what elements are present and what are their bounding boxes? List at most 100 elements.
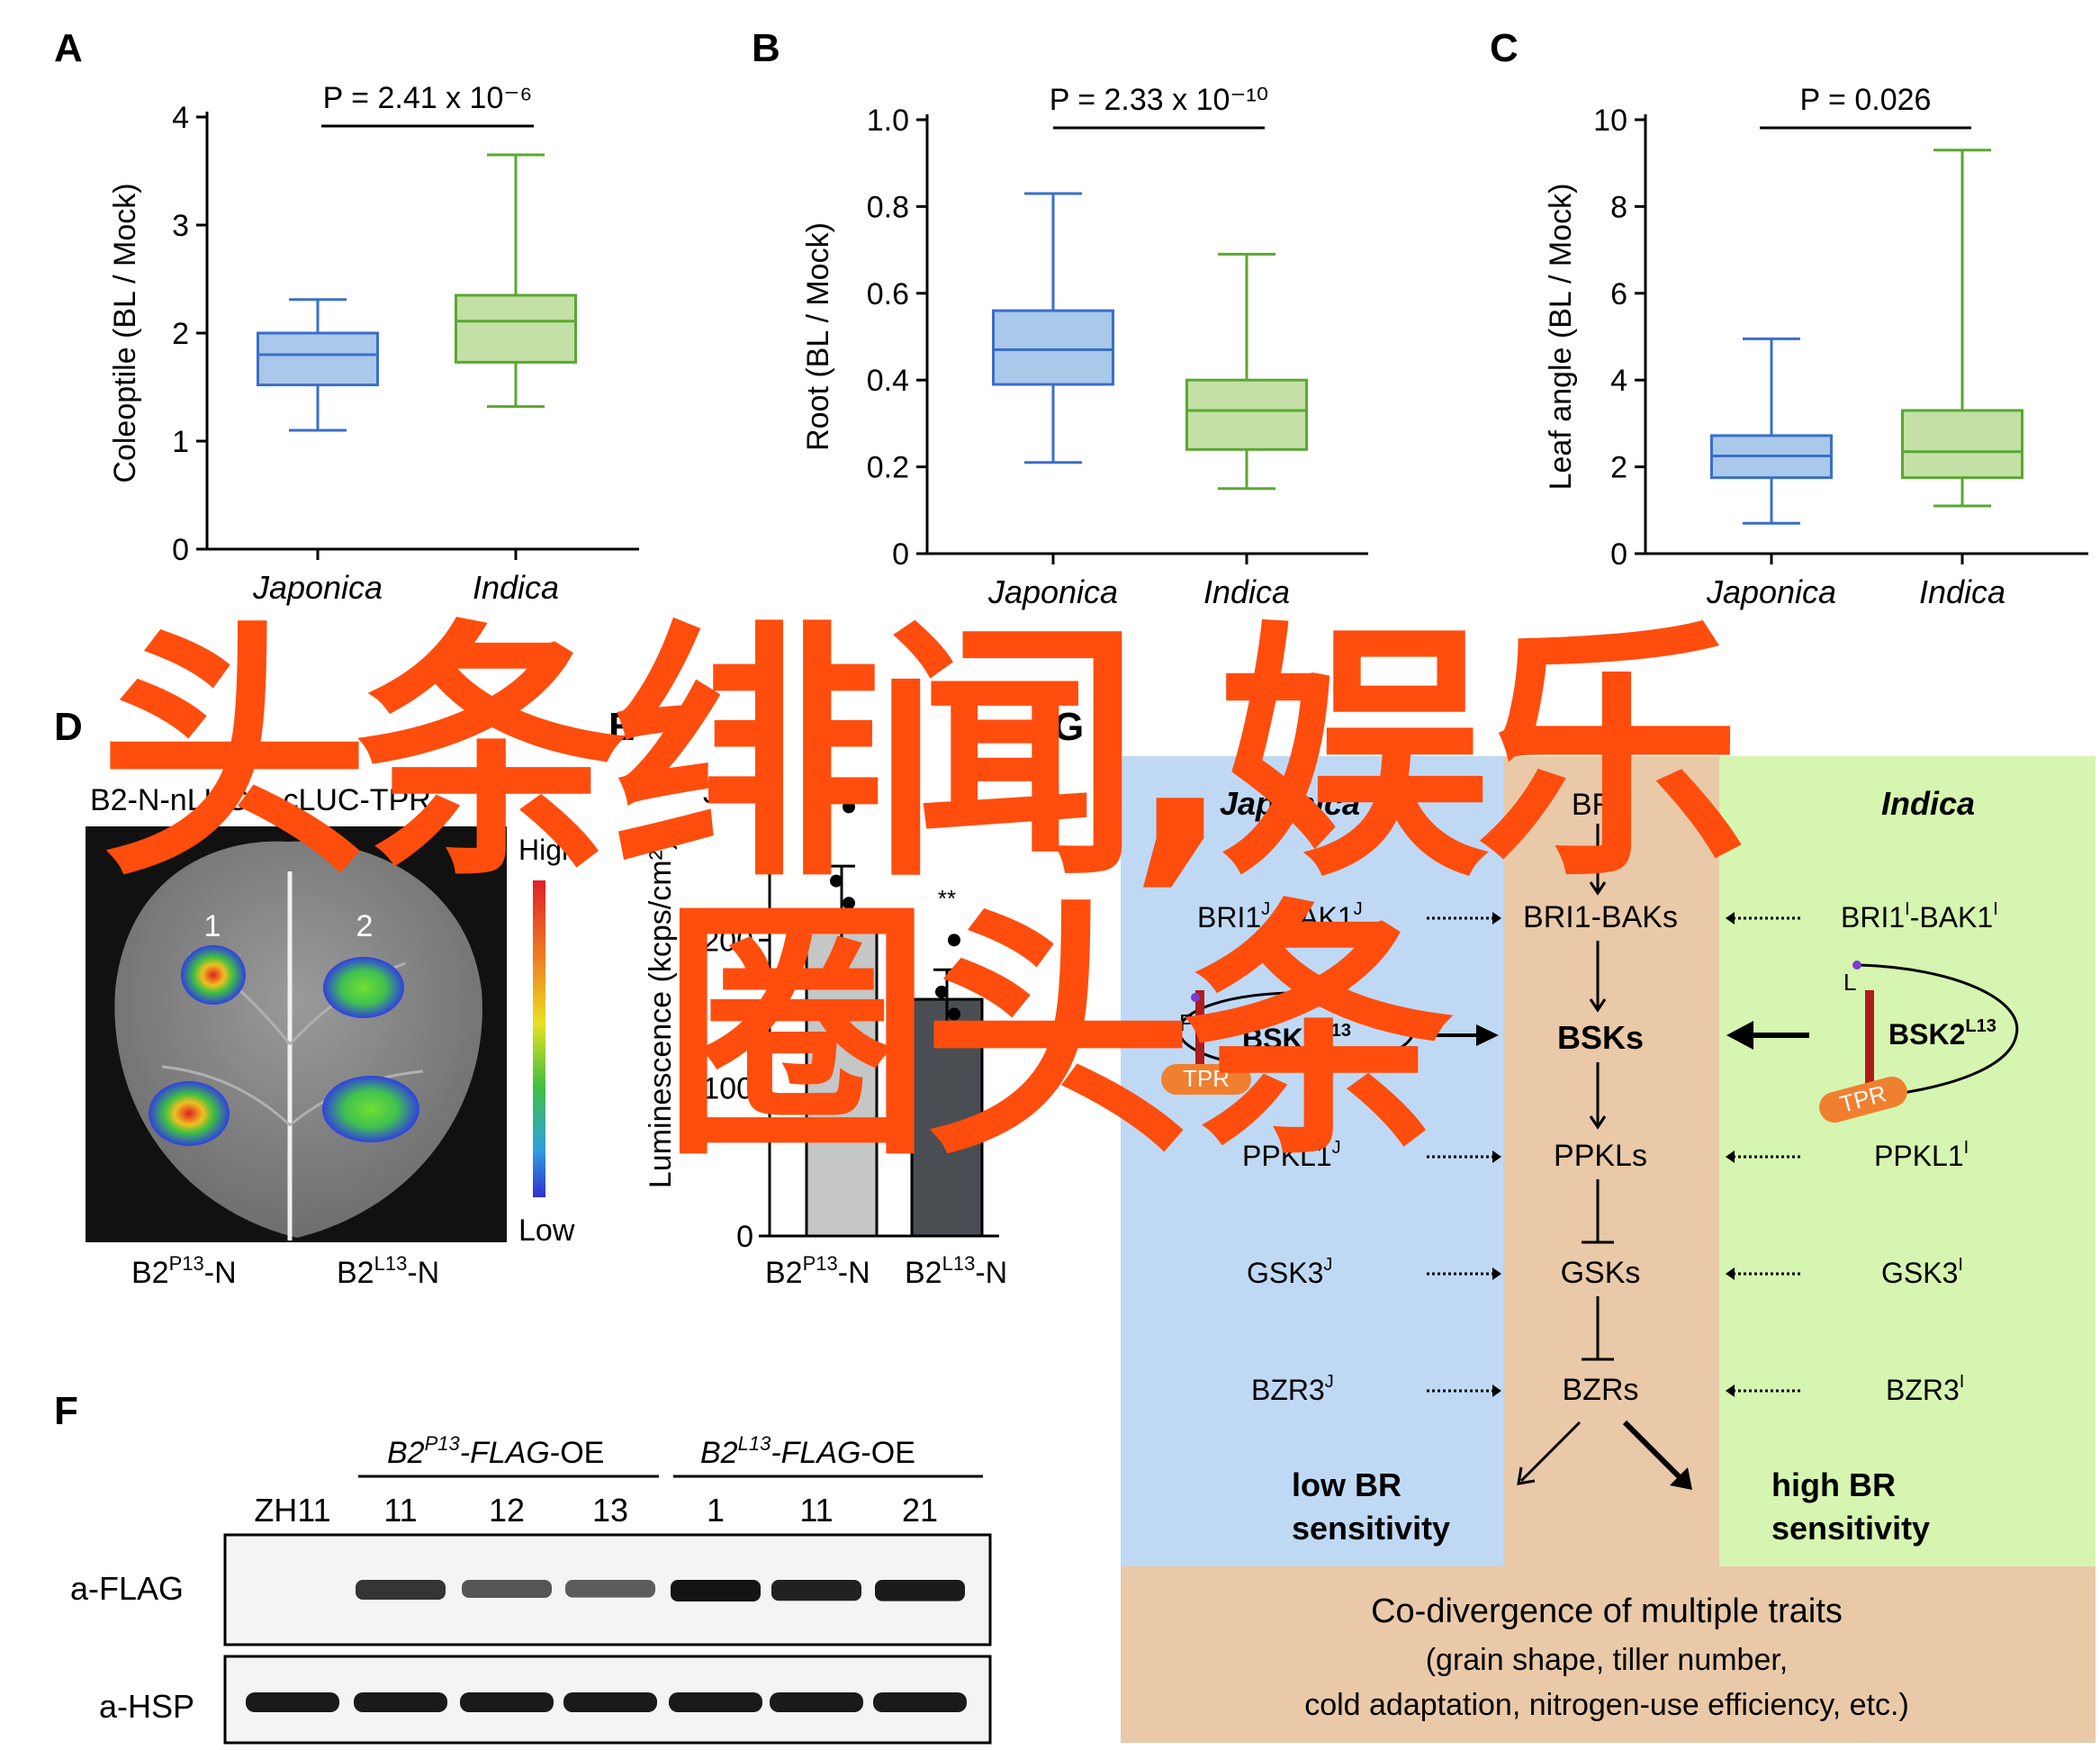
p-value-label: P = 2.33 x 10⁻¹⁰	[1050, 83, 1269, 117]
hsp-band	[460, 1692, 554, 1712]
y-tick-label: 0	[736, 1220, 753, 1254]
significance-marker: **	[938, 885, 956, 912]
flag-band	[565, 1580, 655, 1598]
jap-gsk3: GSK3J	[1247, 1255, 1332, 1289]
lane-label: 13	[592, 1492, 628, 1529]
y-axis-label: Root (BL / Mock)	[801, 222, 835, 451]
low-br-line2: sensitivity	[1292, 1510, 1450, 1547]
y-tick-label: 0	[172, 533, 189, 567]
y-tick-label: 0.6	[867, 277, 909, 311]
jap-bri1-bak1: BRI1J-BAK1J	[1197, 899, 1363, 934]
panel-b-letter: B	[752, 26, 780, 70]
l-label: L	[1843, 969, 1856, 996]
y-tick-label: 0.2	[867, 451, 909, 485]
y-tick-label: 8	[1610, 190, 1627, 224]
hsp-band	[246, 1692, 339, 1712]
jap-bsk-arrowhead	[1476, 1024, 1499, 1046]
indica-region	[1719, 756, 2095, 1566]
hsp-band	[770, 1692, 863, 1712]
y-tick-label: 300	[702, 776, 753, 810]
bsk2-p13-outline	[1177, 991, 1415, 1070]
high-br-line2: sensitivity	[1771, 1510, 1930, 1547]
flag-band	[356, 1580, 446, 1600]
l-site-dot	[1852, 961, 1861, 970]
group-label-l13: B2L13-FLAG-OE	[700, 1432, 915, 1470]
y-tick-label: 0	[892, 537, 909, 572]
tpr-label: TPR	[1183, 1065, 1230, 1092]
data-point	[830, 874, 843, 888]
lane-label: 1	[707, 1492, 725, 1529]
bottom-line3: cold adaptation, nitrogen-use efficiency…	[1304, 1688, 1909, 1722]
center-region	[1503, 756, 1719, 1566]
node-brs: BRs	[1572, 788, 1629, 822]
panel-e-letter: E	[608, 705, 635, 749]
node-bsks: BSKs	[1557, 1019, 1644, 1056]
ind-ppkl1: PPKL1I	[1874, 1138, 1969, 1172]
blot-row-label: a-FLAG	[70, 1570, 184, 1607]
hsp-band	[669, 1692, 762, 1712]
leaf-veins	[161, 952, 424, 1127]
japonica-title: Japonica	[1220, 785, 1360, 822]
panel-g-letter: G	[1053, 705, 1084, 749]
p-site-dot	[1191, 993, 1200, 1002]
lane-label: 12	[489, 1492, 525, 1529]
lane-label: 11	[383, 1492, 417, 1529]
bottom-line2: (grain shape, tiller number,	[1426, 1643, 1789, 1677]
center-arrows	[1517, 824, 1614, 1485]
ind-dotted-arrows	[1733, 916, 1800, 1393]
y-tick-label: 6	[1610, 277, 1627, 311]
spot-label: 1	[204, 909, 221, 943]
x-tick-label: Indica	[473, 569, 559, 606]
lane-label: ZH11	[254, 1492, 330, 1529]
scale-high-label: High	[518, 834, 578, 866]
panel-d-xlabel: B2L13-N	[337, 1252, 439, 1290]
y-tick-label: 0.4	[867, 364, 909, 398]
high-br-line1: high BR	[1771, 1466, 1896, 1503]
luminescence-spot	[181, 945, 246, 1005]
y-tick-label: 2	[1610, 451, 1627, 485]
jap-ppkl1: PPKL1J	[1242, 1138, 1341, 1172]
luminescence-spot	[323, 957, 404, 1018]
spot-label: 2	[356, 909, 374, 943]
indica-title: Indica	[1881, 785, 1975, 822]
group-label-p13: B2P13-FLAG-OE	[387, 1432, 604, 1470]
blot-row-label: a-HSP	[99, 1688, 194, 1725]
lane-label: 11	[799, 1492, 833, 1529]
ind-gsk3: GSK3I	[1881, 1255, 1963, 1289]
y-tick-label: 10	[1593, 104, 1627, 138]
box	[455, 293, 577, 364]
p-value-label: P = 0.026	[1800, 83, 1932, 117]
hsp-band	[354, 1692, 447, 1712]
p-value-label: P = 2.41 x 10⁻⁶	[323, 81, 533, 115]
jap-dotted-arrows	[1427, 916, 1494, 1393]
panel-c-letter: C	[1490, 26, 1519, 70]
y-tick-label: 4	[1610, 364, 1627, 398]
node-bzrs: BZRs	[1563, 1373, 1639, 1407]
luminescence-spot	[322, 1076, 419, 1142]
flag-band	[771, 1580, 861, 1601]
x-tick-label: B2P13-N	[765, 1252, 870, 1290]
node-gsks: GSKs	[1561, 1256, 1641, 1290]
bar	[805, 908, 879, 1238]
y-tick-label: 4	[172, 101, 189, 135]
japonica-region	[1121, 756, 1503, 1566]
data-point	[935, 985, 948, 998]
ind-bri1-bak1: BRI1I-BAK1I	[1841, 899, 1998, 934]
data-point	[948, 1007, 960, 1021]
panel-g: G Japonica Indica BRs BRI1-BAKs BSKs PPK…	[1053, 705, 2095, 1743]
y-tick-label: 0.8	[867, 190, 909, 224]
y-tick-label: 1	[172, 425, 189, 459]
jap-dotted-arrowheads	[1492, 912, 1501, 1397]
scale-low-label: Low	[518, 1213, 575, 1248]
p-label: P	[1179, 1009, 1194, 1036]
flag-band	[671, 1580, 761, 1601]
flag-band	[462, 1580, 552, 1598]
hsp-band	[873, 1692, 967, 1712]
x-tick-label: B2L13-N	[905, 1252, 1007, 1290]
tpr-domain-jap	[1161, 1064, 1251, 1095]
